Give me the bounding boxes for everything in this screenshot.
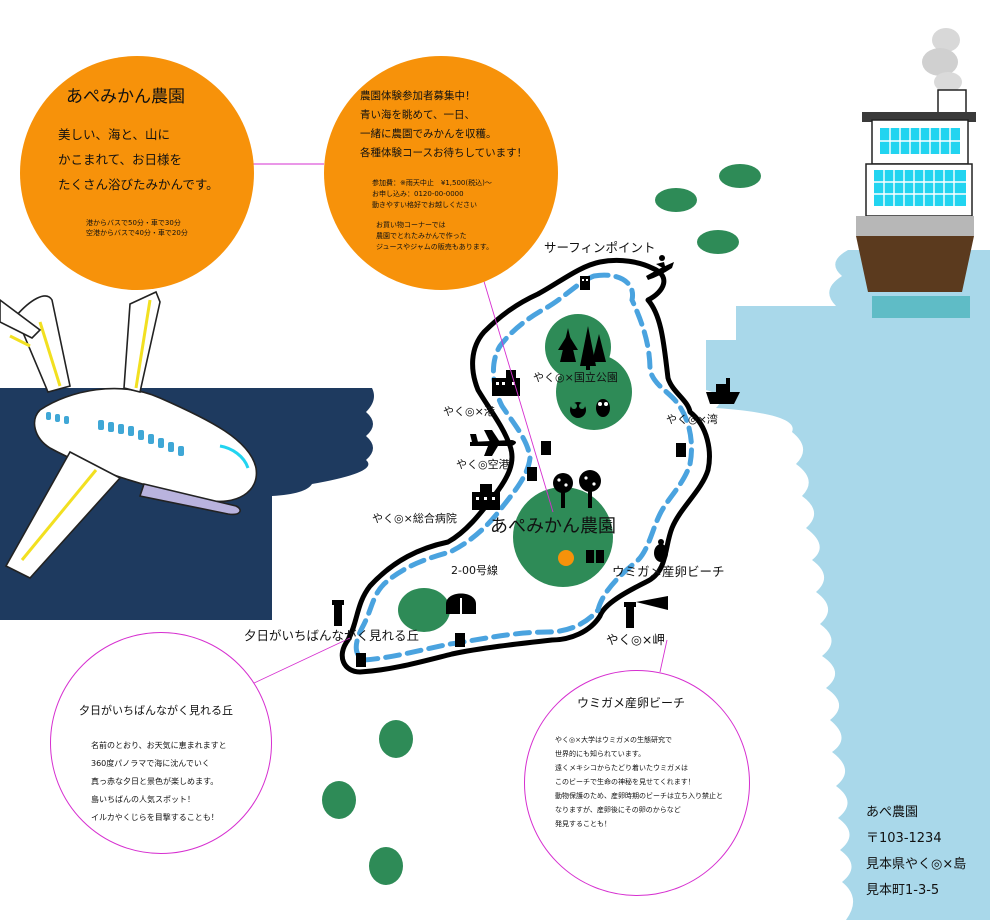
beach-info-line: 発見することも！ <box>555 820 611 828</box>
hill-info-line: 島いちばんの人気スポット！ <box>91 795 195 804</box>
hill-info-circle: 夕日がいちばんながく見れる丘 名前のとおり、お天気に恵まれますと 360度パノラ… <box>50 632 272 854</box>
label-bay: やく◎×湾 <box>666 413 718 426</box>
experience-info-circle: 農園体験参加者募集中！ 青い海を眺めて、一日、 一緒に農園でみかんを収穫。 各種… <box>324 56 558 290</box>
orchard-trees-icon <box>553 470 601 508</box>
beach-info-line: 遠くメキシコからたどり着いたウミガメは <box>555 764 688 772</box>
farm-access-line: 港からバスで50分・車で30分 <box>86 219 181 227</box>
building-icon <box>541 441 551 455</box>
experience-line: 青い海を眺めて、一日、 <box>360 109 475 121</box>
farm-info-line: かこまれて、お日様を <box>58 152 183 167</box>
farm-info-line: たくさん浴びたみかんです。 <box>58 177 219 192</box>
turtle-icon <box>654 539 668 562</box>
building-icon <box>580 276 590 290</box>
experience-detail: 動きやすい格好でお越しください <box>372 201 477 209</box>
ship <box>856 28 976 318</box>
hill-info-line: 名前のとおり、お天気に恵まれますと <box>91 741 227 750</box>
label-hospital: やく◎×総合病院 <box>372 512 457 525</box>
label-cape: やく◎×岬 <box>606 632 665 647</box>
beach-info-line: なりますが、産卵後にその卵のからなど <box>555 806 681 814</box>
lighthouse-icon <box>624 596 668 628</box>
route-line <box>353 272 694 663</box>
lighthouse-hill-icon <box>332 600 344 626</box>
hibiscus-icon <box>570 402 586 418</box>
beach-info-line: 動物保護のため、産卵時期のビーチは立ち入り禁止と <box>555 792 723 800</box>
experience-line: 農園体験参加者募集中！ <box>360 90 476 102</box>
experience-line: 一緒に農園でみかんを収穫。 <box>360 128 497 140</box>
airplane-icon <box>470 430 516 456</box>
experience-shop: ジュースやジャムの販売もあります。 <box>376 243 494 251</box>
building-icon <box>527 467 537 481</box>
ferry-icon <box>706 378 740 404</box>
label-route: 2-00号線 <box>451 564 498 577</box>
address-zip: 〒103-1234 <box>866 831 942 846</box>
beach-info-title: ウミガメ産卵ビーチ <box>577 696 686 710</box>
label-turtle-beach: ウミガメ産卵ビーチ <box>612 564 725 579</box>
label-farm: あぺみかん農園 <box>490 516 616 537</box>
farm-info-circle: あぺみかん農園 美しい、海と、山に かこまれて、お日様を たくさん浴びたみかんで… <box>20 56 254 290</box>
address-line1: 見本県やく◎×島 <box>866 857 967 872</box>
farm-info-line: 美しい、海と、山に <box>58 127 171 142</box>
experience-shop: お買い物コーナーでは <box>376 221 446 229</box>
address-line2: 見本町1-3-5 <box>866 883 940 898</box>
light-sea <box>706 250 990 920</box>
beach-info-line: 世界的にも知られています。 <box>555 750 646 758</box>
farm-info-title: あぺみかん農園 <box>66 87 185 107</box>
small-islands <box>322 164 761 885</box>
surfer-icon <box>646 255 674 280</box>
hill-info-line: 360度パノラマで海に沈んでいく <box>91 759 210 768</box>
beach-info-line: このビーチで生命の神秘を見せてくれます！ <box>555 778 695 786</box>
address-block: あぺ農園 〒103-1234 見本県やく◎×島 見本町1-3-5 <box>866 800 966 904</box>
building-icons <box>356 276 686 667</box>
beach-info-circle: ウミガメ産卵ビーチ やく◎×大学はウミガメの生態研究で 世界的にも知られています… <box>524 670 750 896</box>
address-name: あぺ農園 <box>866 805 919 820</box>
hill-info-title: 夕日がいちばんながく見れる丘 <box>79 704 233 717</box>
building-icon <box>455 633 465 647</box>
hill-info-line: 真っ赤な夕日と景色が楽しめます。 <box>91 777 219 786</box>
experience-detail: お申し込み：0120-00-0000 <box>372 190 464 198</box>
airplane-illustration <box>0 290 258 579</box>
hill-info-line: イルカやくじらを目撃することも！ <box>91 813 219 822</box>
beach-info-line: やく◎×大学はウミガメの生態研究で <box>555 736 672 744</box>
label-hill: 夕日がいちばんながく見れる丘 <box>244 628 420 643</box>
building-icon <box>676 443 686 457</box>
label-surfing-point: サーフィンポイント <box>544 240 656 255</box>
juice-icon <box>586 550 604 563</box>
experience-line: 各種体験コースお待ちしています！ <box>360 147 528 159</box>
pine-trees-icon <box>558 326 606 370</box>
school-icon <box>492 370 520 396</box>
label-port: やく◎×港 <box>443 405 495 418</box>
connector-lines <box>251 163 668 685</box>
orange-fruit-icon <box>558 550 574 566</box>
owl-icon <box>596 399 610 417</box>
label-airport: やく◎空港 <box>456 458 510 471</box>
hill-area <box>398 588 450 632</box>
farm-access-line: 空港からバスで40分・車で20分 <box>86 229 188 237</box>
experience-shop: 農園でとれたみかんで作った <box>376 232 467 240</box>
building-icon <box>356 653 366 667</box>
label-national-park: やく◎×国立公園 <box>533 371 618 384</box>
experience-detail: 参加費：※雨天中止 ¥1,500(税込)～ <box>372 179 492 187</box>
hospital-icon <box>472 484 500 510</box>
